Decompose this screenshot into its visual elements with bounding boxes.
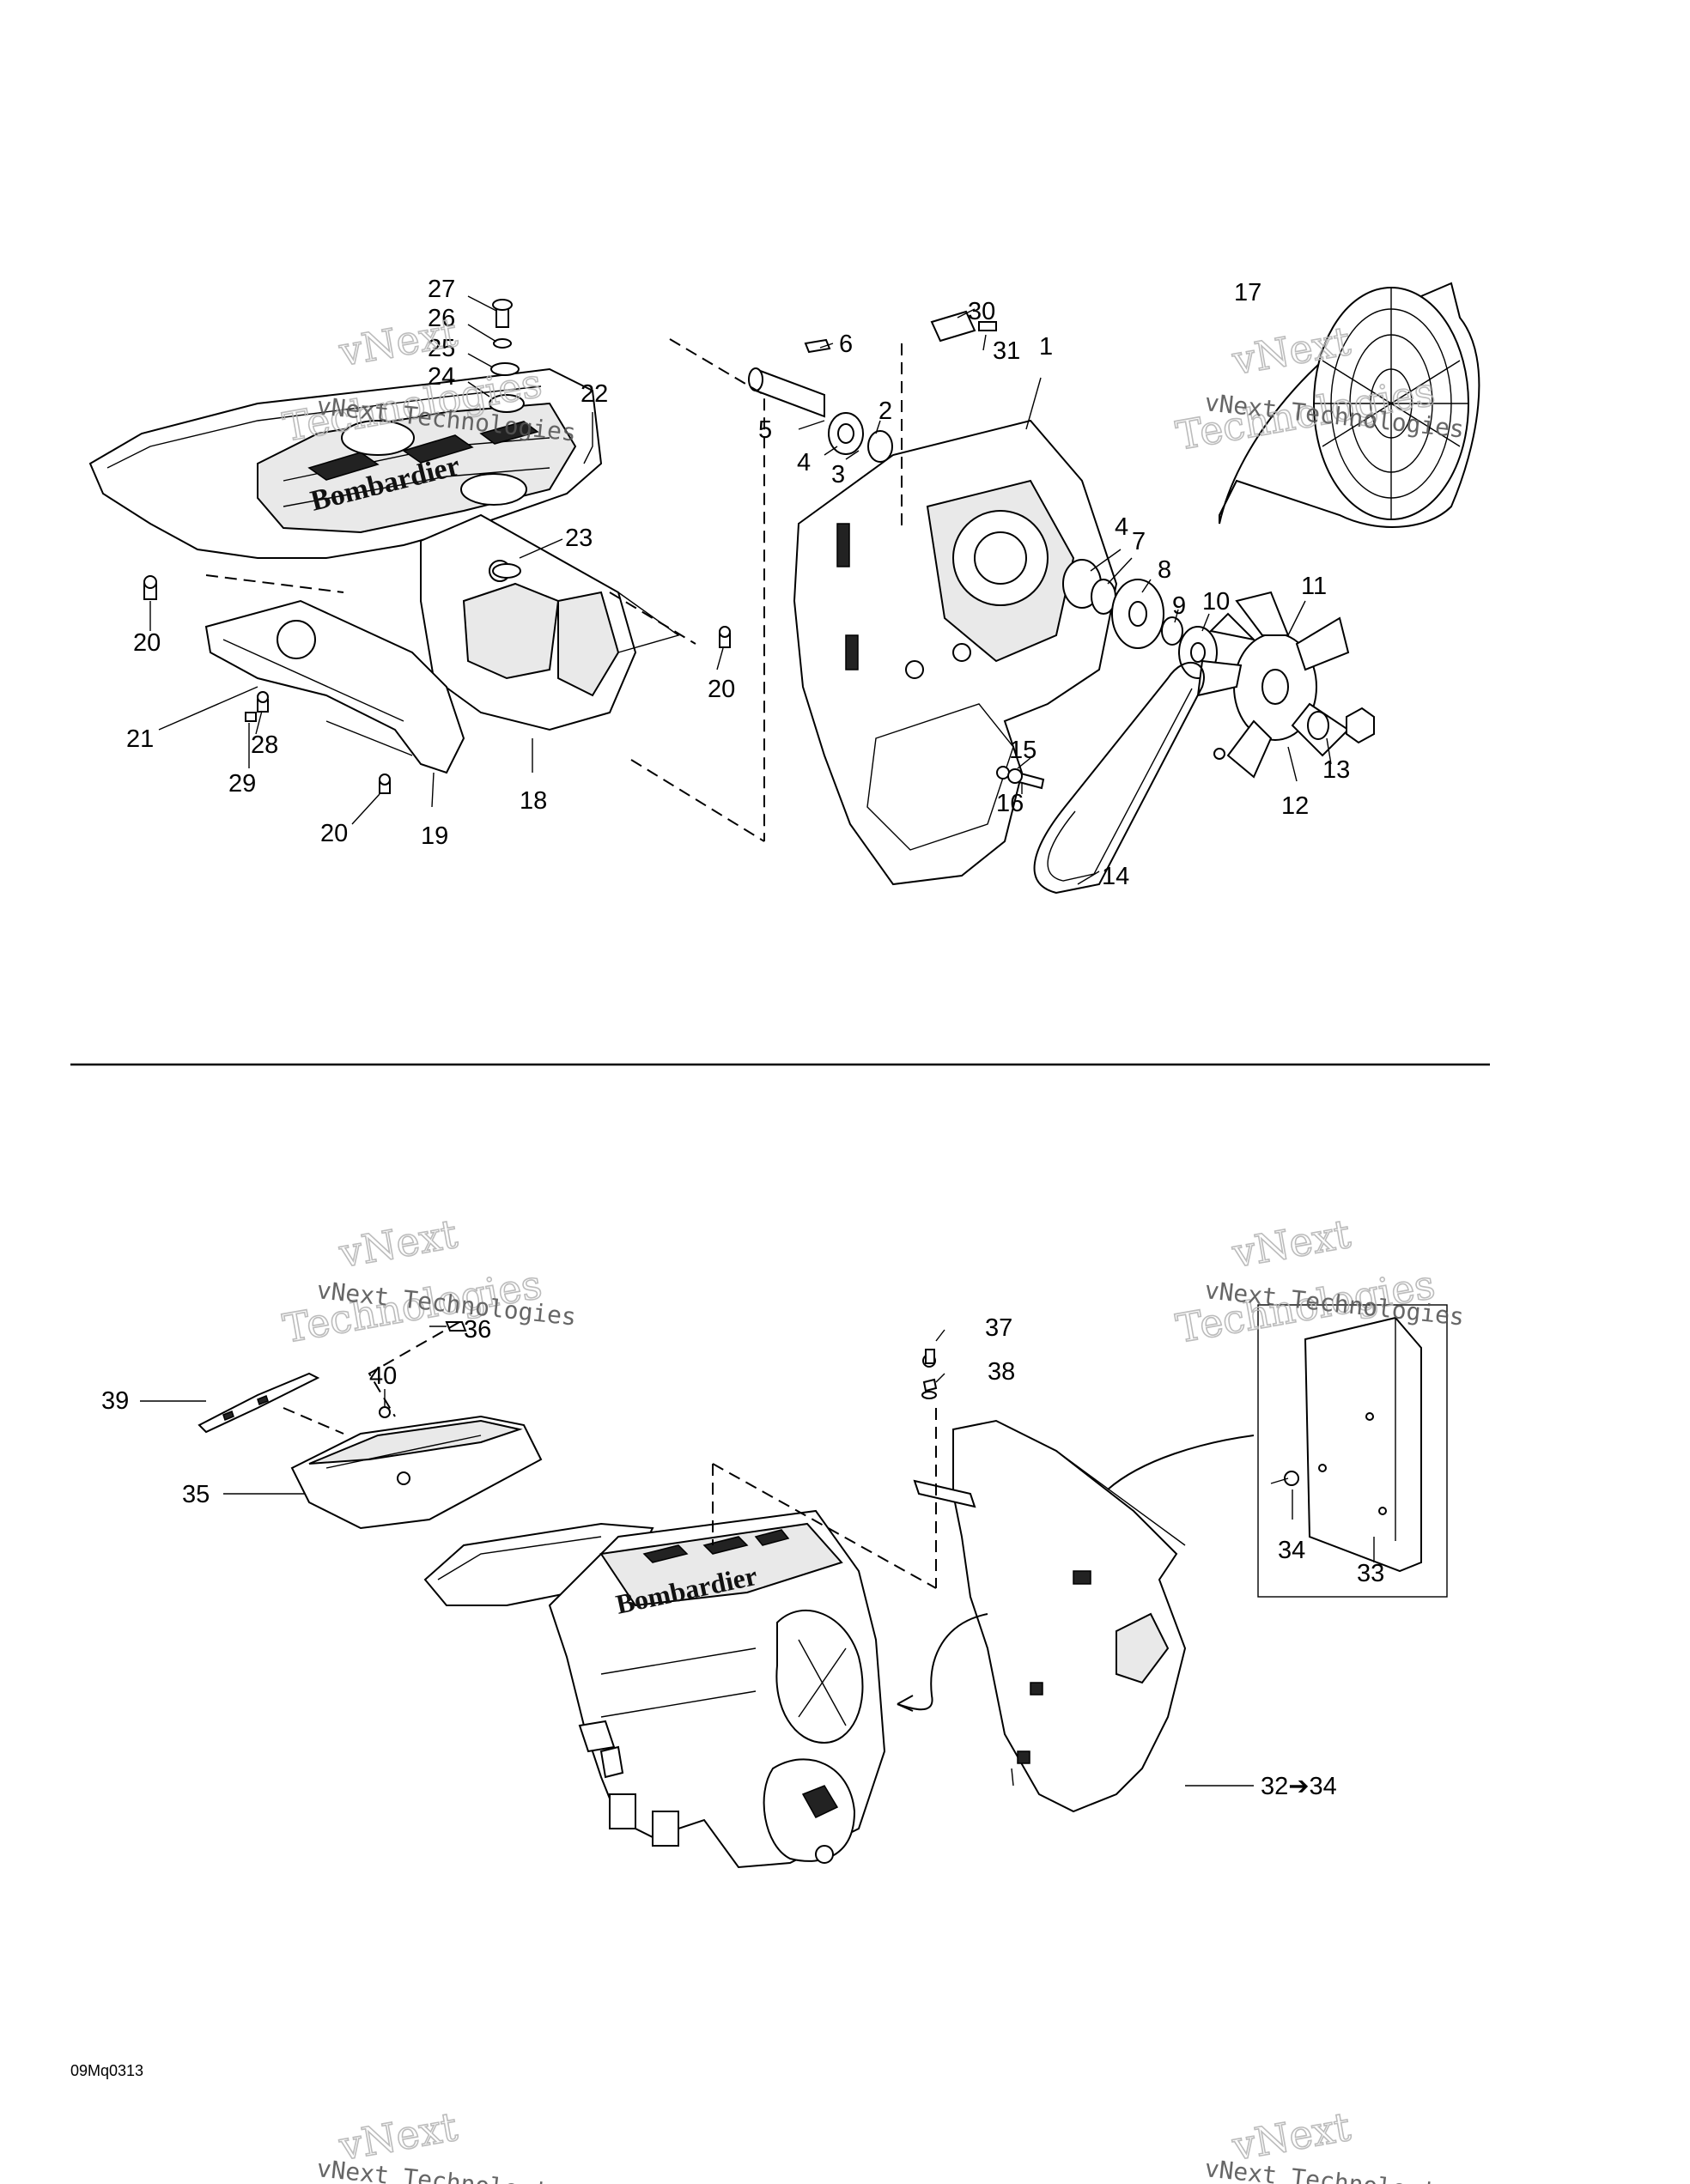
shaft-assembly: [748, 310, 997, 463]
inset-panel: [1257, 1304, 1448, 1598]
callout-35: 35: [182, 1481, 210, 1508]
callout-38: 38: [988, 1358, 1015, 1386]
callout-24: 24: [428, 363, 455, 391]
callout-20: 20: [133, 629, 161, 657]
drive-belt: [1033, 661, 1205, 895]
callout-30: 30: [968, 298, 995, 325]
assembly-line-bottom-2: [283, 1407, 344, 1435]
callout-20: 20: [320, 820, 348, 847]
bolt-15-16: [996, 766, 1045, 790]
callout-6: 6: [839, 331, 853, 358]
watermark: vNext Technologies: [279, 1210, 546, 1353]
callout-10: 10: [1202, 588, 1230, 616]
assembly-line-top-1: [669, 338, 765, 841]
callout-16: 16: [996, 790, 1024, 817]
callout-14: 14: [1102, 863, 1129, 890]
callout-32-to-34: 32➔34: [1261, 1773, 1337, 1800]
callout-20: 20: [708, 676, 735, 703]
callout-33: 33: [1357, 1560, 1384, 1587]
fan-housing: [793, 419, 1118, 886]
callout-31: 31: [993, 337, 1020, 365]
drawing-code: 09Mq0313: [70, 2062, 143, 2079]
callout-7: 7: [1132, 528, 1146, 555]
callout-27: 27: [428, 276, 455, 303]
screws-20: [143, 575, 731, 794]
assembly-line-top-3: [609, 592, 696, 645]
cooling-fan: [1196, 591, 1375, 779]
callout-11: 11: [1301, 573, 1327, 600]
callout-13: 13: [1322, 756, 1350, 784]
leader-lines-top: [149, 295, 1332, 885]
callout-21: 21: [126, 725, 154, 753]
callout-3: 3: [831, 461, 845, 488]
callout-8: 8: [1158, 556, 1171, 584]
callout-37: 37: [985, 1314, 1012, 1342]
callout-34: 34: [1278, 1537, 1305, 1564]
bracket-39: [198, 1321, 467, 1434]
callout-36: 36: [464, 1316, 491, 1344]
pulley-stack: [1062, 559, 1218, 679]
bottom-assembly: Bombardier: [101, 1304, 1448, 1869]
assembly-line-top-2: [630, 759, 765, 842]
callouts-bottom: 36 39 40 35 37 38 34 33 32➔34: [101, 1314, 1384, 1800]
callout-12: 12: [1281, 792, 1309, 820]
assembly-line-bottom-4: [712, 1463, 937, 1589]
callout-4: 4: [797, 449, 811, 476]
callout-5: 5: [758, 416, 772, 444]
callout-15: 15: [1009, 737, 1036, 764]
callout-19: 19: [421, 822, 448, 850]
engine-block: Bombardier: [423, 1509, 886, 1869]
callout-26: 26: [428, 305, 455, 332]
watermark-caption: vNext Technologies: [315, 2154, 577, 2184]
callout-2: 2: [878, 397, 892, 425]
callout-29: 29: [228, 770, 256, 798]
fan-shroud-32: [897, 1349, 1255, 1813]
callout-23: 23: [565, 525, 593, 552]
callout-18: 18: [520, 787, 547, 815]
callout-4: 4: [1115, 513, 1128, 541]
callouts-top: 27 26 25 24 22 23 20 20 20 21 28 29 18 1…: [126, 276, 1350, 890]
callout-22: 22: [581, 380, 608, 408]
air-intake-housing: Bombardier: [88, 367, 680, 731]
callout-17: 17: [1234, 279, 1261, 306]
callout-9: 9: [1172, 592, 1186, 620]
callout-40: 40: [369, 1362, 397, 1390]
callout-28: 28: [251, 731, 278, 759]
hardware-stack-24-27: [489, 299, 525, 579]
callout-39: 39: [101, 1387, 129, 1415]
leader-lines-bottom: [140, 1326, 1375, 1787]
callout-1: 1: [1039, 333, 1053, 361]
svg-text:vNext: vNext: [335, 1210, 461, 1277]
watermark-caption: vNext Technologies: [1203, 2154, 1465, 2184]
svg-text:vNext: vNext: [1228, 1210, 1354, 1277]
fan-cover-guard: [1219, 282, 1480, 528]
assembly-line-bottom-1: [368, 1321, 460, 1417]
mounting-bracket: [204, 599, 465, 774]
cover-35: [290, 1406, 543, 1530]
top-assembly: Bombardier: [88, 276, 1480, 895]
callout-25: 25: [428, 335, 455, 362]
assembly-line-top-5: [205, 574, 344, 593]
